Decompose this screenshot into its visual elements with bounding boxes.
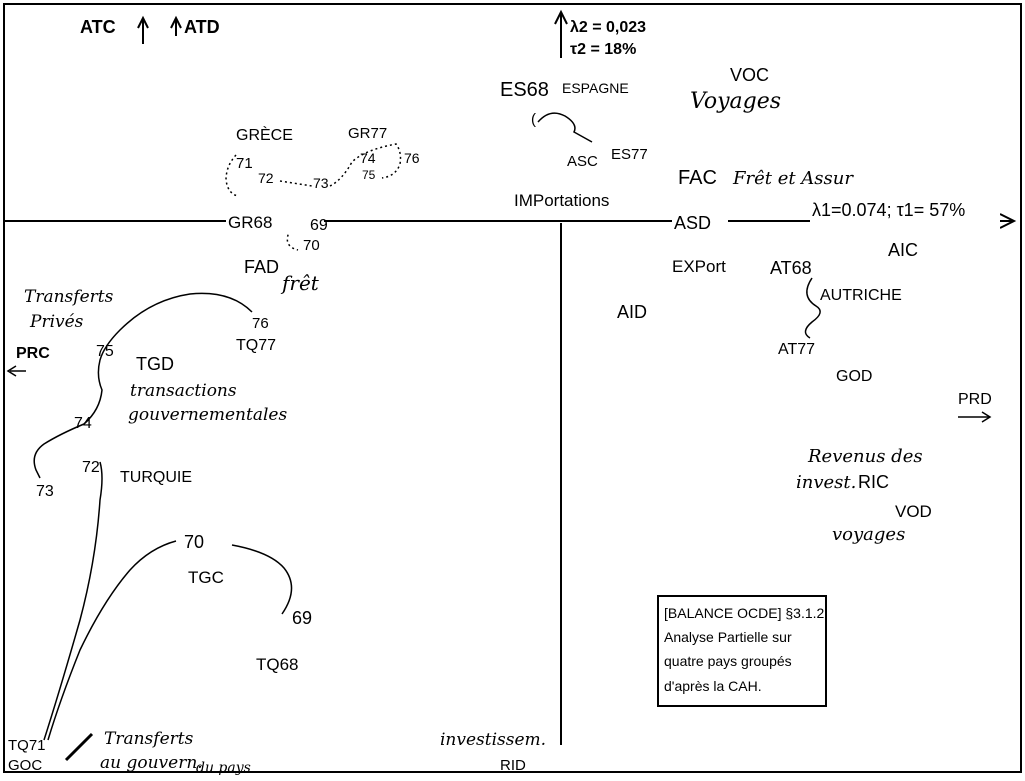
axis2-arrow (554, 9, 568, 25)
note-box (657, 595, 827, 707)
fac-desc: Frêt et Assur (732, 168, 854, 189)
asd-label-bg (672, 211, 728, 233)
fac-label: FAC (678, 167, 717, 189)
note-line1: [BALANCE OCDE] §3.1.2 (664, 605, 825, 621)
t76-label: 76 (252, 315, 269, 332)
god-label: GOD (836, 368, 872, 385)
austria-trajectory (804, 277, 821, 339)
t73-label: 73 (36, 483, 54, 500)
axis1-label: λ1=0.074; τ1= 57% (812, 200, 965, 220)
transferts-label: Transferts (24, 287, 114, 307)
axis1-label-bg (810, 198, 1000, 228)
g71-label: 71 (236, 155, 253, 172)
voc-label: VOC (730, 65, 769, 85)
t74-label: 74 (74, 415, 92, 432)
es77-label: ES77 (611, 146, 648, 163)
invest-label: invest. (796, 472, 856, 493)
prc-label: PRC (16, 345, 50, 362)
aid-label: AID (617, 302, 647, 322)
at68-label: AT68 (770, 258, 812, 278)
prc-arrow-head (6, 365, 17, 377)
goc-desc1: Transferts (104, 729, 194, 749)
rid-label: RID (500, 757, 526, 774)
turkey-trajectory (33, 292, 293, 741)
voyages-label: Voyages (690, 89, 781, 114)
axis2-tau: τ2 = 18% (570, 41, 636, 58)
es-small-mark: ( (531, 111, 536, 128)
axis2-lambda: λ2 = 0,023 (570, 19, 646, 36)
t70-label: 70 (184, 532, 204, 552)
espagne-label: ESPAGNE (562, 80, 629, 96)
goc-desc3: du pays (196, 760, 251, 776)
at77-label: AT77 (778, 341, 815, 358)
fad-label: FAD (244, 257, 279, 277)
tq71-label: TQ71 (8, 737, 46, 754)
aic-label: AIC (888, 240, 918, 260)
t69-label: 69 (292, 608, 312, 628)
spain-trajectory (537, 112, 593, 143)
turquie-label: TURQUIE (120, 469, 192, 486)
g69-label: 69 (310, 217, 328, 234)
vod-label: VOD (895, 502, 932, 521)
goc-desc2: au gouvern. (100, 753, 203, 773)
tgd-desc2: gouvernementales (128, 405, 287, 425)
autriche-label: AUTRICHE (820, 287, 902, 304)
importations-label: IMPortations (514, 191, 609, 210)
voyages2-label: voyages (832, 524, 905, 545)
note-line4: d'après la CAH. (664, 678, 762, 694)
g76-label: 76 (404, 150, 420, 166)
tgd-label: TGD (136, 354, 174, 374)
t75a-label: 75 (96, 343, 114, 360)
g74-label: 74 (360, 150, 376, 166)
grece-label: GRÈCE (236, 125, 293, 144)
axis1-arrow (999, 213, 1017, 229)
prives-label: Privés (29, 312, 84, 332)
gr77-label: GR77 (348, 125, 387, 142)
atd-arrow-head (170, 15, 182, 29)
tgd-desc1: transactions (130, 381, 237, 401)
prd-arrow-head (981, 411, 992, 423)
revenus-label: Revenus des (807, 446, 923, 467)
goc-label: GOC (8, 757, 42, 774)
atc-arrow-head (137, 15, 149, 29)
fad-desc: frêt (280, 271, 320, 295)
t72-label: 72 (82, 459, 100, 476)
atd-label: ATD (184, 17, 220, 37)
g75-label: 75 (362, 168, 376, 182)
frame (3, 3, 1022, 773)
g70-label: 70 (303, 237, 320, 254)
prd-label: PRD (958, 391, 992, 408)
ric-label: RIC (858, 472, 889, 492)
note-line2: Analyse Partielle sur (664, 629, 792, 645)
asd-label: ASD (674, 213, 711, 233)
asc-label: ASC (567, 153, 598, 170)
tq68-label: TQ68 (256, 655, 299, 674)
es68-label: ES68 (500, 79, 549, 101)
export-label: EXPort (672, 257, 726, 276)
tgc-label: TGC (188, 568, 224, 587)
g72-label: 72 (258, 170, 274, 186)
tq77-label: TQ77 (236, 337, 276, 354)
atc-label: ATC (80, 17, 116, 37)
g73-label: 73 (313, 175, 329, 191)
goc-stroke (64, 732, 94, 762)
gr68-label-bg (226, 211, 324, 233)
investissem-label: investissem. (440, 730, 546, 750)
greece-trajectory (225, 143, 402, 251)
gr68-label: GR68 (228, 213, 272, 232)
note-line3: quatre pays groupés (664, 653, 792, 669)
